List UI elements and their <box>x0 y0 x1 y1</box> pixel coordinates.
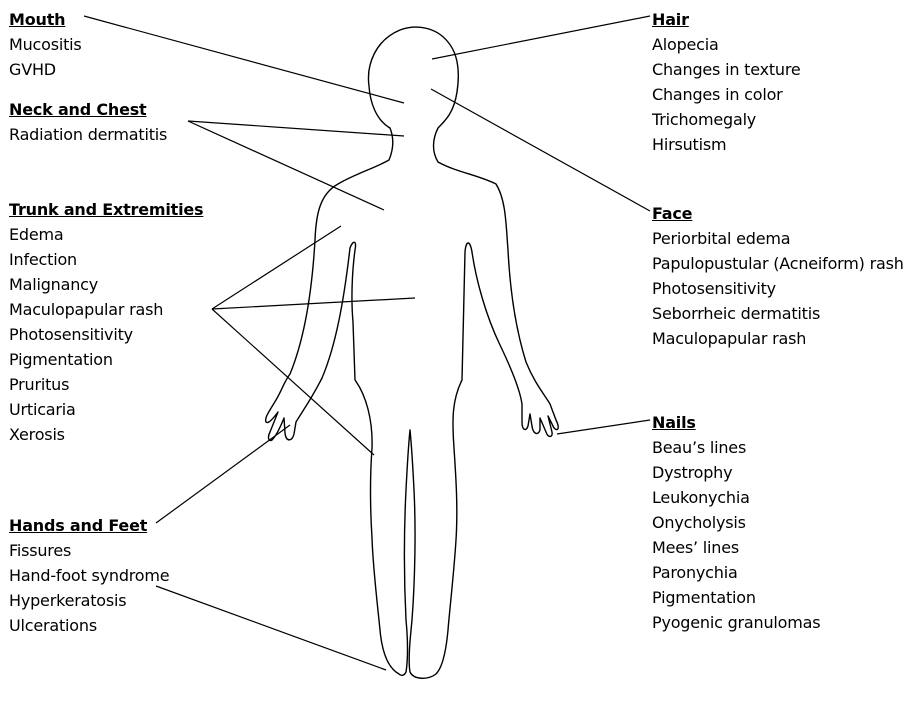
list-item: Infection <box>9 247 203 272</box>
nails-group: Nails Beau’s lines Dystrophy Leukonychia… <box>652 410 820 635</box>
hair-heading: Hair <box>652 7 801 32</box>
hands-feet-group: Hands and Feet Fissures Hand-foot syndro… <box>9 513 169 638</box>
list-item: Dystrophy <box>652 460 820 485</box>
trunk-leader-line-1 <box>212 226 341 309</box>
trunk-extremities-list: Edema Infection Malignancy Maculopapular… <box>9 222 203 447</box>
list-item: Photosensitivity <box>652 276 904 301</box>
nails-heading: Nails <box>652 410 820 435</box>
list-item: Pigmentation <box>9 347 203 372</box>
nails-leader-line <box>557 420 650 434</box>
list-item: Radiation dermatitis <box>9 122 167 147</box>
hair-leader-line <box>432 16 650 59</box>
human-body-outline <box>266 27 559 678</box>
neck-chest-list: Radiation dermatitis <box>9 122 167 147</box>
list-item: Leukonychia <box>652 485 820 510</box>
list-item: Hyperkeratosis <box>9 588 169 613</box>
face-heading: Face <box>652 201 904 226</box>
neck-leader-line-1 <box>188 121 404 136</box>
list-item: Xerosis <box>9 422 203 447</box>
list-item: Hand-foot syndrome <box>9 563 169 588</box>
hair-list: Alopecia Changes in texture Changes in c… <box>652 32 801 157</box>
hands-feet-list: Fissures Hand-foot syndrome Hyperkeratos… <box>9 538 169 638</box>
neck-leader-line-2 <box>188 121 384 210</box>
trunk-extremities-group: Trunk and Extremities Edema Infection Ma… <box>9 197 203 447</box>
neck-chest-heading: Neck and Chest <box>9 97 167 122</box>
list-item: Photosensitivity <box>9 322 203 347</box>
list-item: Onycholysis <box>652 510 820 535</box>
mouth-heading: Mouth <box>9 7 82 32</box>
list-item: Fissures <box>9 538 169 563</box>
list-item: Beau’s lines <box>652 435 820 460</box>
list-item: Mucositis <box>9 32 82 57</box>
nails-list: Beau’s lines Dystrophy Leukonychia Onych… <box>652 435 820 635</box>
list-item: Papulopustular (Acneiform) rash <box>652 251 904 276</box>
list-item: Paronychia <box>652 560 820 585</box>
hair-group: Hair Alopecia Changes in texture Changes… <box>652 7 801 157</box>
hands-leader-line-2 <box>156 586 386 670</box>
list-item: Mees’ lines <box>652 535 820 560</box>
hands-feet-heading: Hands and Feet <box>9 513 169 538</box>
list-item: Alopecia <box>652 32 801 57</box>
list-item: Edema <box>9 222 203 247</box>
face-list: Periorbital edema Papulopustular (Acneif… <box>652 226 904 351</box>
list-item: Maculopapular rash <box>9 297 203 322</box>
trunk-leader-line-3 <box>212 309 374 455</box>
list-item: Urticaria <box>9 397 203 422</box>
list-item: Seborrheic dermatitis <box>652 301 904 326</box>
list-item: Changes in texture <box>652 57 801 82</box>
trunk-extremities-heading: Trunk and Extremities <box>9 197 203 222</box>
list-item: Periorbital edema <box>652 226 904 251</box>
mouth-list: Mucositis GVHD <box>9 32 82 82</box>
face-leader-line <box>431 89 650 211</box>
trunk-leader-line-2 <box>212 298 415 309</box>
neck-chest-group: Neck and Chest Radiation dermatitis <box>9 97 167 147</box>
list-item: Hirsutism <box>652 132 801 157</box>
list-item: Trichomegaly <box>652 107 801 132</box>
list-item: Maculopapular rash <box>652 326 904 351</box>
list-item: Pyogenic granulomas <box>652 610 820 635</box>
list-item: Pigmentation <box>652 585 820 610</box>
mouth-leader-line <box>84 16 404 103</box>
list-item: Malignancy <box>9 272 203 297</box>
list-item: GVHD <box>9 57 82 82</box>
list-item: Changes in color <box>652 82 801 107</box>
list-item: Ulcerations <box>9 613 169 638</box>
list-item: Pruritus <box>9 372 203 397</box>
face-group: Face Periorbital edema Papulopustular (A… <box>652 201 904 351</box>
mouth-group: Mouth Mucositis GVHD <box>9 7 82 82</box>
